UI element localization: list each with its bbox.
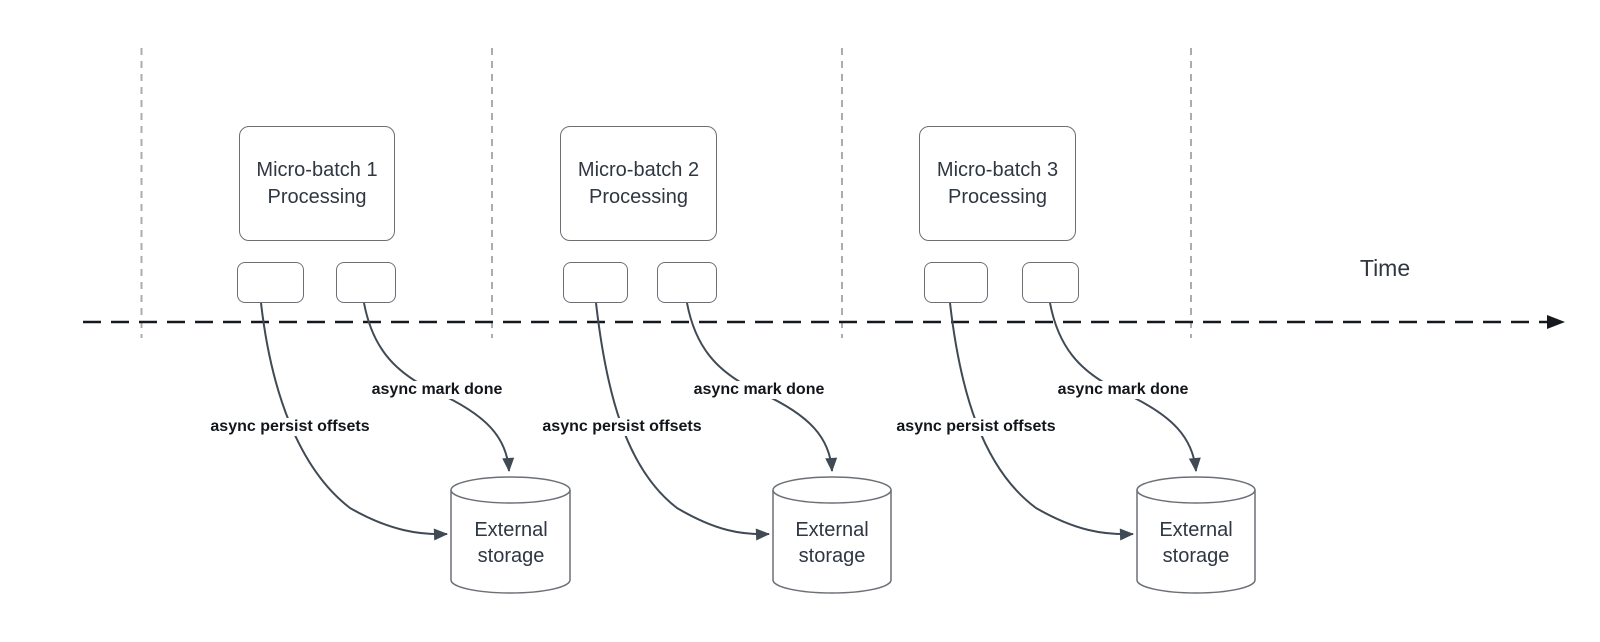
persist-offsets-task-1 <box>237 262 304 303</box>
micro-batch-2-title-line2: Processing <box>589 185 688 208</box>
persist-offsets-label-2: async persist offsets <box>539 418 705 436</box>
micro-batch-1-title-line1: Micro-batch 1 <box>256 158 378 181</box>
persist-offsets-arrow-2 <box>595 302 770 541</box>
external-storage-label-3: External storage <box>1159 519 1233 567</box>
micro-batch-1-title-line2: Processing <box>267 185 367 208</box>
micro-batch-2-box: Micro-batch 2 Processing <box>560 126 717 241</box>
micro-batch-2-title-line1: Micro-batch 2 <box>577 158 700 181</box>
persist-offsets-label-3: async persist offsets <box>893 418 1059 436</box>
persist-offsets-label-1: async persist offsets <box>207 418 373 436</box>
persist-offsets-task-2 <box>563 262 628 303</box>
external-storage-cylinder-1 <box>450 476 571 594</box>
external-storage-label-2: External storage <box>795 519 869 567</box>
persist-offsets-arrow-1 <box>260 302 448 541</box>
external-storage-cylinder-2 <box>772 476 892 594</box>
micro-batch-3-title-line2: Processing <box>948 185 1047 208</box>
external-storage-label-1: External storage <box>474 519 548 567</box>
persist-offsets-arrow-3 <box>949 302 1134 541</box>
micro-batch-3-title-line1: Micro-batch 3 <box>936 158 1059 181</box>
persist-offsets-task-3 <box>924 262 988 303</box>
mark-done-task-2 <box>657 262 717 303</box>
micro-batch-3-box: Micro-batch 3 Processing <box>919 126 1076 241</box>
external-storage-cylinder-3 <box>1136 476 1256 594</box>
mark-done-task-1 <box>336 262 396 303</box>
mark-done-label-3: async mark done <box>1054 381 1192 399</box>
micro-batch-1-box: Micro-batch 1 Processing <box>239 126 395 241</box>
time-axis-label: Time <box>1359 255 1411 281</box>
mark-done-task-3 <box>1022 262 1079 303</box>
mark-done-label-1: async mark done <box>368 381 506 399</box>
mark-done-label-2: async mark done <box>690 381 828 399</box>
